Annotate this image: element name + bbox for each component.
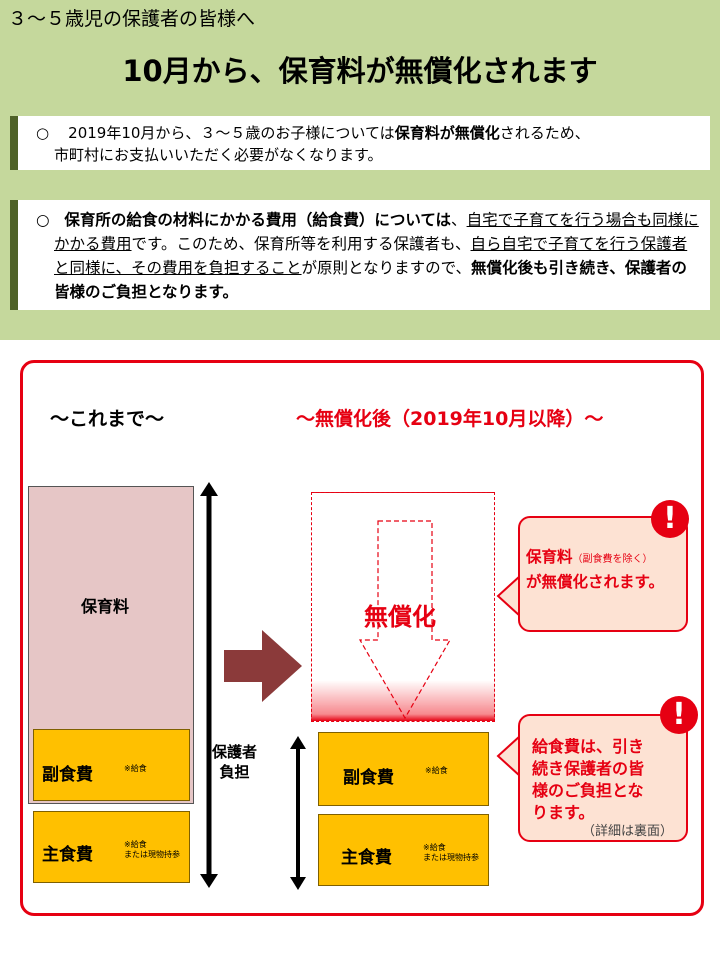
fukushoku-label: 副食費	[42, 765, 93, 785]
notice2-text-b: が原則となりますので、	[301, 259, 471, 277]
notice1-line2: 市町村にお支払いいただく必要がなくなります。	[54, 146, 383, 164]
bubble2-line4: ります。	[532, 803, 595, 822]
after-label: ～無償化後（2019年10月以降）～	[296, 408, 604, 430]
guardian-burden-label: 保護者 負担	[212, 742, 257, 782]
musho-label: 無償化	[364, 603, 436, 631]
burden-label-line1: 保護者	[212, 743, 258, 761]
fukushoku-label: 副食費	[343, 768, 394, 788]
bullet-mark: ○	[36, 124, 50, 142]
before-shushoku-box: 主食費 ※給食 または現物持参	[33, 811, 190, 883]
fukushoku-note: ※給食	[124, 764, 147, 773]
fukushoku-note: ※給食	[425, 766, 448, 775]
down-arrow-icon	[358, 520, 452, 720]
notice2-bold-a: 保育所の給食の材料にかかる費用（給食費）については	[64, 211, 452, 229]
bubble2-line1: 給食費は、引き	[532, 737, 645, 756]
warning-icon: !	[660, 696, 698, 734]
shushoku-note: ※給食 または現物持参	[423, 843, 479, 863]
notice1-text-a: 2019年10月から、３～５歳のお子様については	[68, 124, 395, 142]
after-shushoku-box: 主食費 ※給食 または現物持参	[318, 814, 489, 886]
shushoku-note-line1: ※給食	[124, 840, 147, 849]
speech-bubble-meal	[518, 714, 688, 842]
before-fukushoku-box: 副食費 ※給食	[33, 729, 190, 801]
notice2-comma: 、	[451, 211, 467, 229]
meal-burden-arrow	[290, 736, 306, 890]
notice2-bold-b: 無償化後も引き続き、保護者の皆様のご負担となります。	[54, 259, 687, 301]
notice2-underline-b: 自ら自宅で子育てを行う保護者と同様に、その費用を負担すること	[54, 235, 688, 277]
before-label: ～これまで～	[50, 408, 165, 430]
notice2-underline-a: 自宅で子育てを行う場合も同様にかかる費用	[54, 211, 699, 253]
shushoku-note-line1: ※給食	[423, 843, 446, 852]
bubble2-text: 給食費は、引き 続き保護者の皆 様のご負担とな ります。	[532, 736, 682, 824]
page-subtitle: ３～５歳児の保護者の皆様へ	[8, 8, 256, 30]
notice1-text-b: されるため、	[499, 124, 590, 142]
bubble2-note: （詳細は裏面）	[582, 824, 674, 839]
hoikuryo-label: 保育料	[81, 597, 130, 616]
guardian-burden-arrow	[200, 482, 218, 888]
bubble1-text: 保育料（副食費を除く） が無償化されます。	[526, 546, 664, 593]
shushoku-label: 主食費	[42, 845, 93, 865]
bubble1-title: 保育料	[526, 548, 573, 566]
bubble2-line2: 続き保護者の皆	[532, 759, 645, 778]
free-area-dashed	[311, 492, 495, 722]
comparison-panel	[20, 360, 704, 916]
shushoku-note-line2: または現物持参	[124, 850, 180, 859]
warning-icon: !	[651, 500, 689, 538]
bubble1-small: （副食費を除く）	[572, 554, 653, 565]
right-arrow-icon	[224, 630, 302, 702]
shushoku-note-line2: または現物持参	[423, 853, 479, 862]
shushoku-note: ※給食 または現物持参	[124, 840, 180, 860]
notice1-bold: 保育料が無償化	[394, 124, 500, 142]
page-title: 10月から、保育料が無償化されます	[122, 54, 598, 88]
burden-label-line2: 負担	[219, 763, 250, 781]
notice2-text-a: です。このため、保育所等を利用する保護者も、	[131, 235, 471, 253]
notice-box-1: ○ 2019年10月から、３～５歳のお子様については保育料が無償化されるため、 …	[10, 116, 710, 170]
bubble1-line2: が無償化されます。	[526, 573, 664, 591]
after-fukushoku-box: 副食費 ※給食	[318, 732, 489, 806]
shushoku-label: 主食費	[341, 848, 392, 868]
bubble2-line3: 様のご負担とな	[532, 781, 644, 800]
bullet-mark: ○	[36, 211, 50, 229]
notice-box-2: ○ 保育所の給食の材料にかかる費用（給食費）については、自宅で子育てを行う場合も…	[10, 200, 710, 310]
